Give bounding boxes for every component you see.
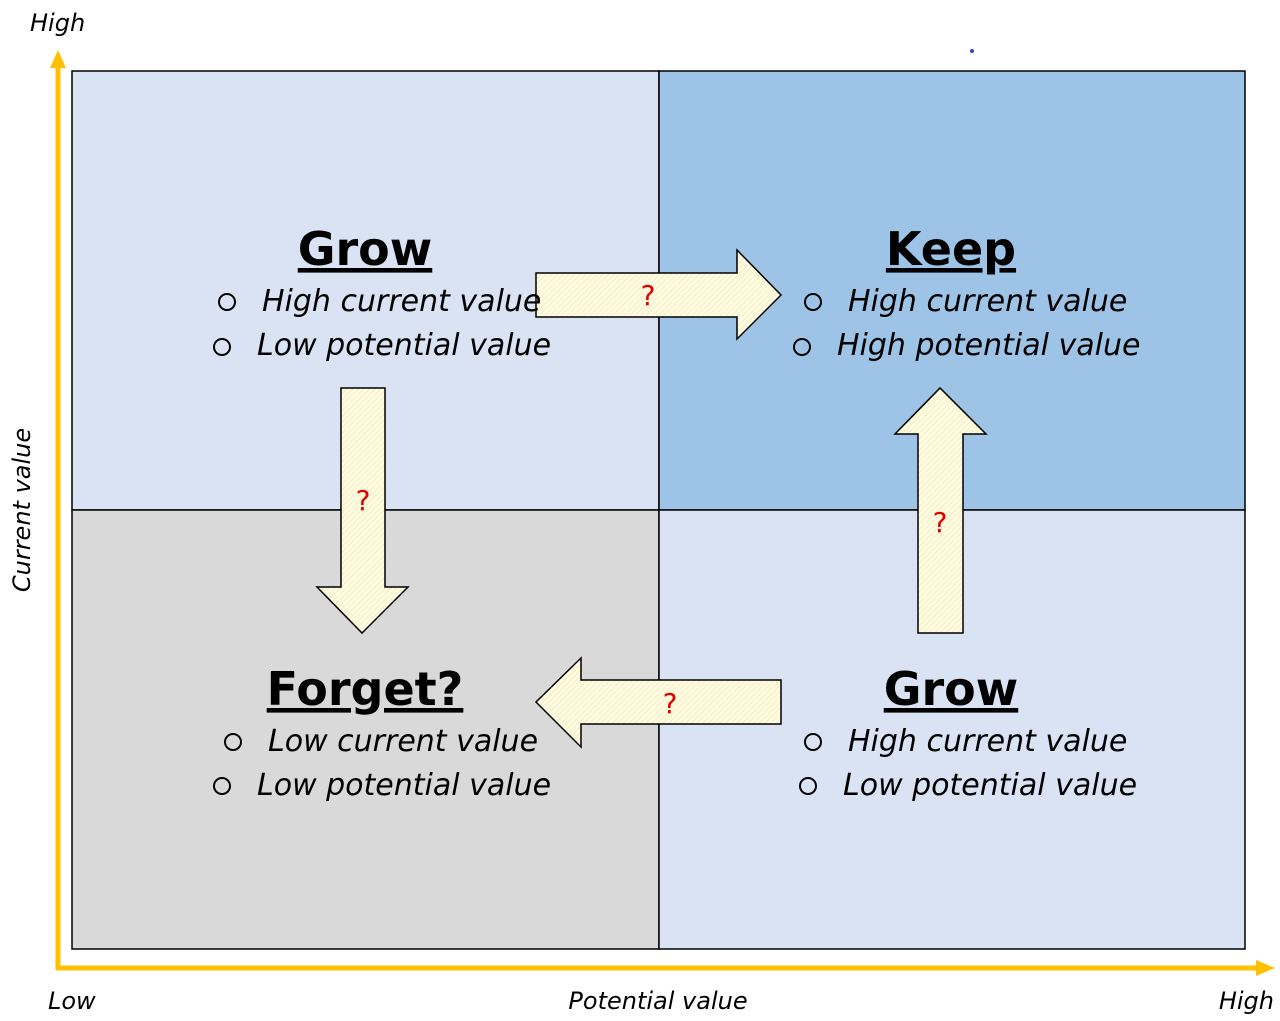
quadrant-bullet: High current value <box>848 284 1127 319</box>
y-axis-title: Current value <box>8 428 36 592</box>
quadrant-top-left-content: Grow High current value Low potential va… <box>213 222 551 363</box>
arrow-right: ? <box>535 248 783 341</box>
arrow-down: ? <box>315 387 410 635</box>
bullet-icon <box>804 733 822 751</box>
quadrant-bottom-right-content: Grow High current value Low potential va… <box>799 662 1137 803</box>
y-axis-high-label: High <box>30 9 85 37</box>
quadrant-title: Keep <box>886 222 1016 276</box>
quadrant-bullet: High potential value <box>837 328 1140 363</box>
quadrant-title: Grow <box>298 222 433 276</box>
quadrant-top-right-content: Keep High current value High potential v… <box>793 222 1140 363</box>
bullet-icon <box>793 338 811 356</box>
arrow-down-label: ? <box>356 484 371 517</box>
quadrant-title: Forget? <box>267 662 464 716</box>
x-axis-low-label: Low <box>48 987 96 1015</box>
x-axis-title: Potential value <box>568 987 747 1015</box>
stray-dot <box>970 49 974 53</box>
quadrant-bullet: Low current value <box>268 724 538 759</box>
bullet-icon <box>224 733 242 751</box>
bullet-icon <box>213 338 231 356</box>
quadrant-bullet: High current value <box>848 724 1127 759</box>
arrow-up: ? <box>893 386 988 634</box>
quadrant-bullet: Low potential value <box>257 328 551 363</box>
x-axis <box>56 960 1275 976</box>
bullet-icon <box>799 777 817 795</box>
quadrant-bullet: Low potential value <box>257 768 551 803</box>
quadrant-bullet: Low potential value <box>843 768 1137 803</box>
bullet-icon <box>804 293 822 311</box>
x-axis-high-label: High <box>1219 987 1274 1015</box>
y-axis <box>50 50 66 970</box>
bullet-icon <box>213 777 231 795</box>
arrow-up-label: ? <box>933 506 948 539</box>
quadrant-title: Grow <box>884 662 1019 716</box>
quadrant-bottom-left-content: Forget? Low current value Low potential … <box>213 662 551 803</box>
arrow-left-label: ? <box>663 687 678 720</box>
quadrant-bullet: High current value <box>262 284 541 319</box>
bullet-icon <box>218 293 236 311</box>
arrow-right-label: ? <box>641 279 656 312</box>
arrow-left: ? <box>534 656 782 749</box>
